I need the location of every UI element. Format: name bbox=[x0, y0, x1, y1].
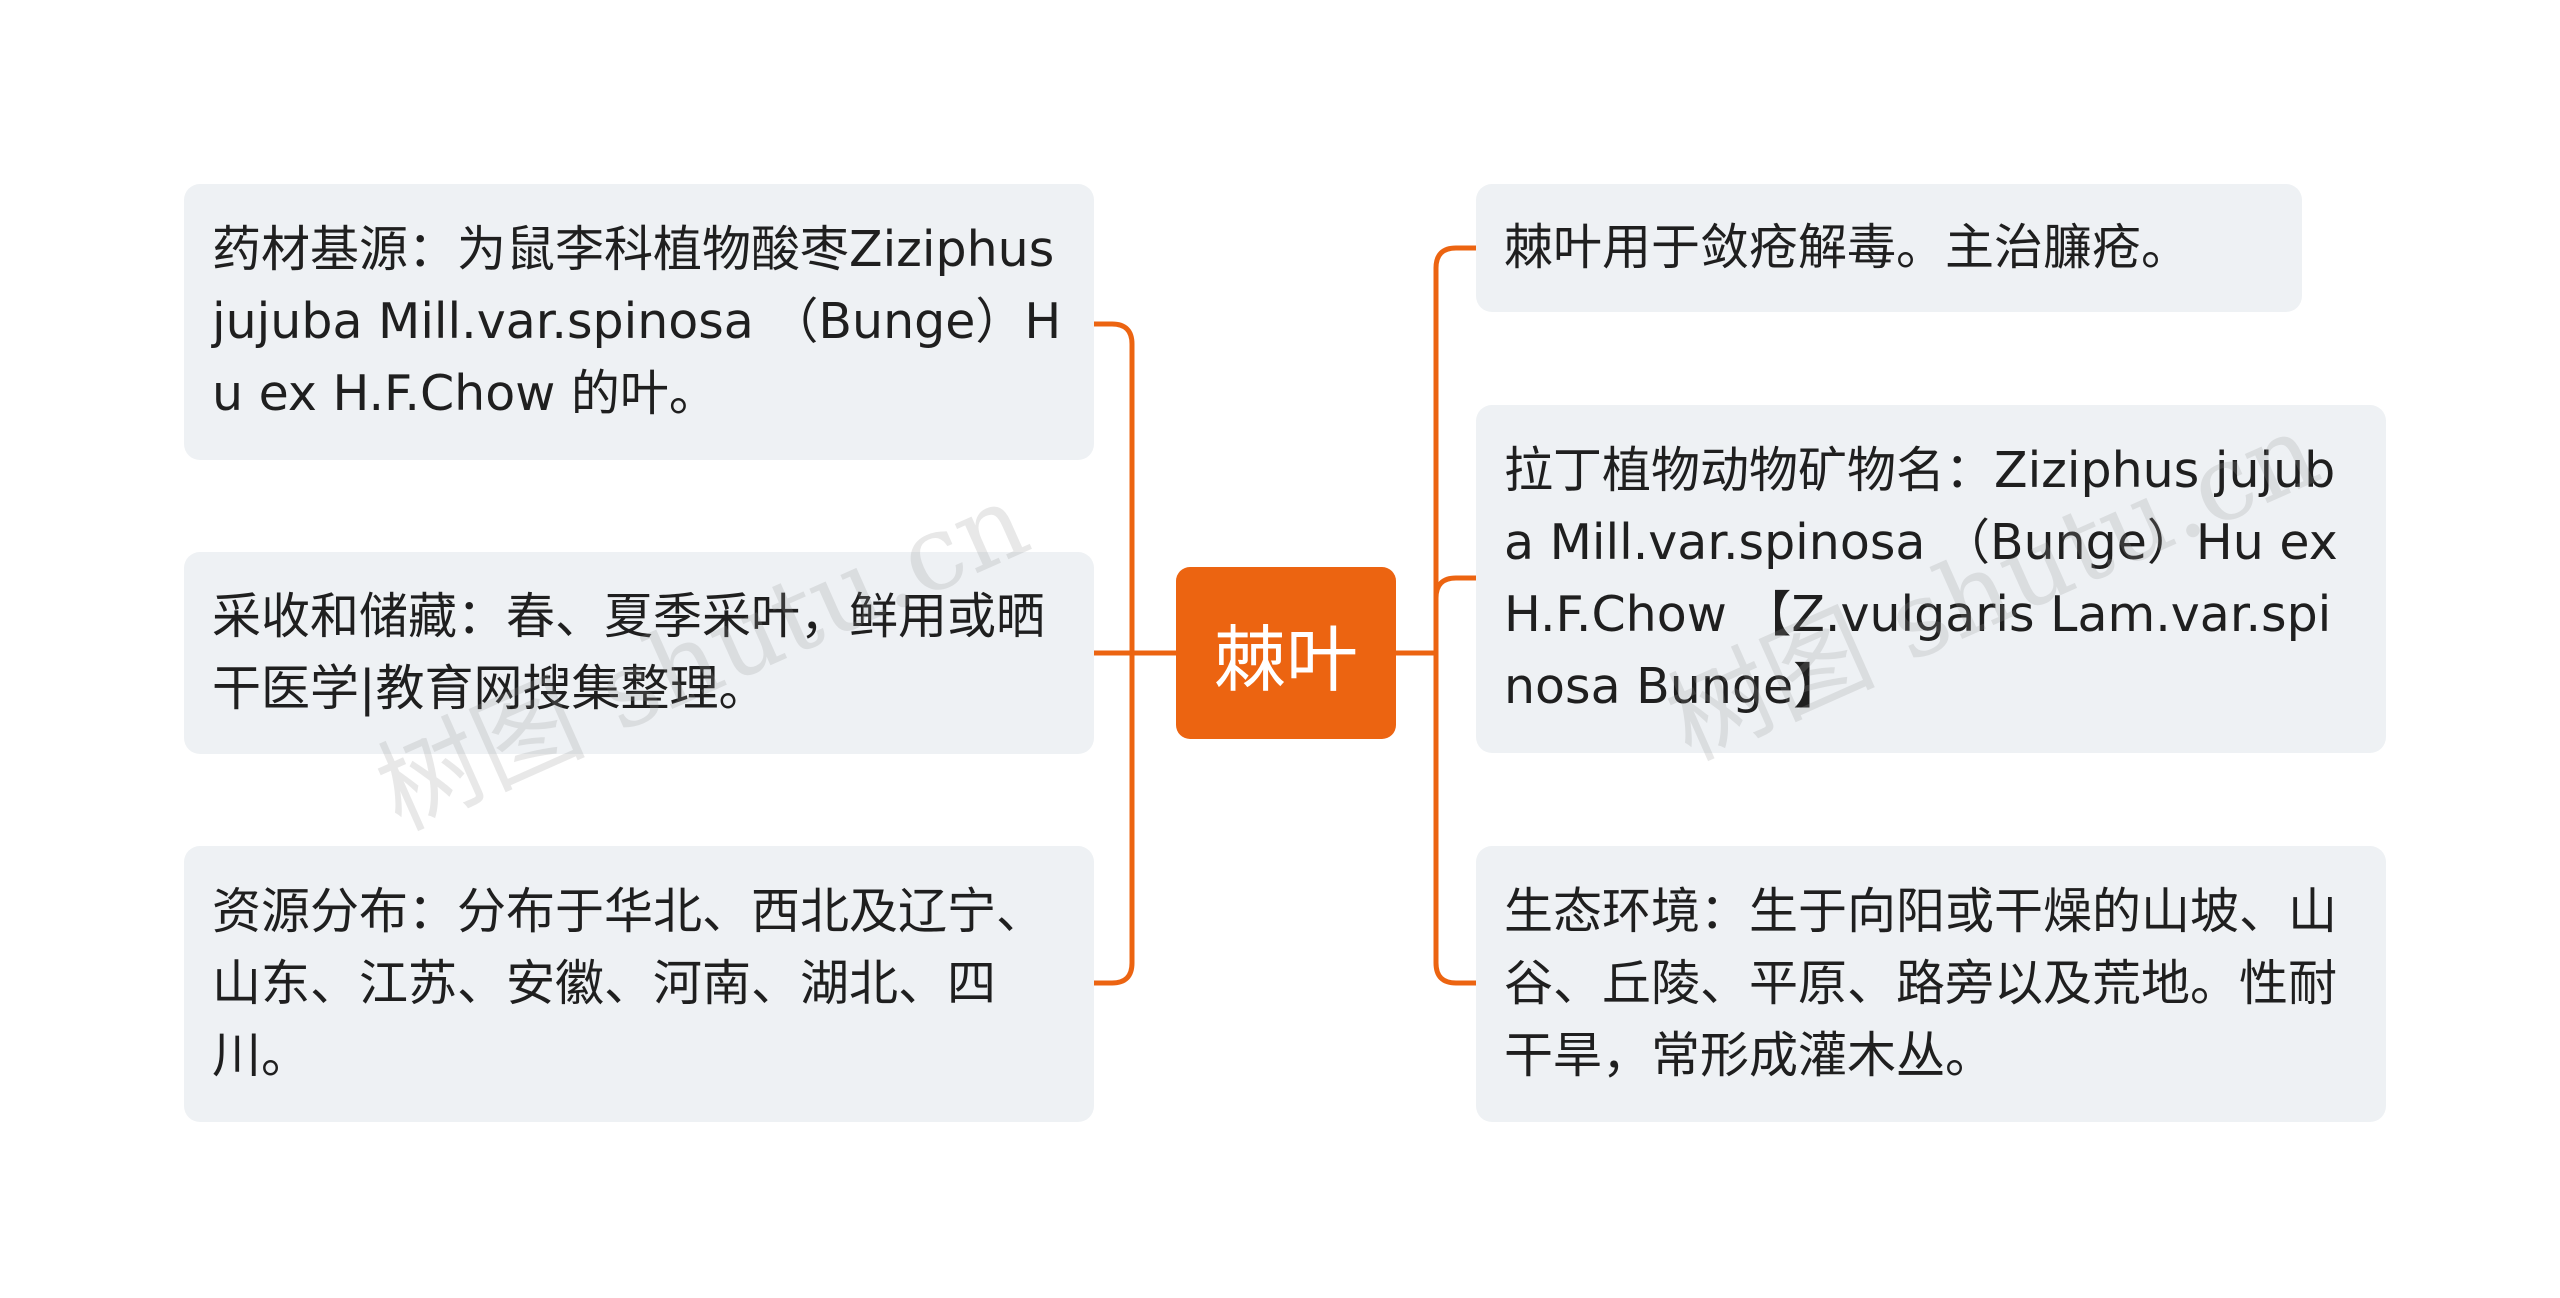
center-topic-node[interactable]: 棘叶 bbox=[1176, 567, 1396, 739]
center-topic-label: 棘叶 bbox=[1213, 617, 1358, 702]
connector-left-3 bbox=[1091, 650, 1135, 986]
connector-left-1 bbox=[1091, 321, 1135, 656]
left-node-source-text: 药材基源：为鼠李科植物酸枣Ziziphus jujuba Mill.var.sp… bbox=[212, 221, 1062, 422]
left-node-harvest-text: 采收和储藏：春、夏季采叶，鲜用或晒干医学|教育网搜集整理。 bbox=[212, 588, 1046, 717]
connector-right-1 bbox=[1433, 245, 1479, 656]
left-node-distribution[interactable]: 资源分布：分布于华北、西北及辽宁、山东、江苏、安徽、河南、湖北、四川。 bbox=[184, 846, 1094, 1122]
left-node-distribution-text: 资源分布：分布于华北、西北及辽宁、山东、江苏、安徽、河南、湖北、四川。 bbox=[212, 883, 1046, 1084]
right-node-latin-name[interactable]: 拉丁植物动物矿物名：Ziziphus jujuba Mill.var.spino… bbox=[1476, 405, 2386, 753]
right-node-usage[interactable]: 棘叶用于敛疮解毒。主治臁疮。 bbox=[1476, 184, 2302, 312]
right-node-latin-name-text: 拉丁植物动物矿物名：Ziziphus jujuba Mill.var.spino… bbox=[1504, 442, 2338, 715]
right-node-habitat-text: 生态环境：生于向阳或干燥的山坡、山谷、丘陵、平原、路旁以及荒地。性耐干旱，常形成… bbox=[1504, 883, 2338, 1084]
left-node-source[interactable]: 药材基源：为鼠李科植物酸枣Ziziphus jujuba Mill.var.sp… bbox=[184, 184, 1094, 460]
right-node-habitat[interactable]: 生态环境：生于向阳或干燥的山坡、山谷、丘陵、平原、路旁以及荒地。性耐干旱，常形成… bbox=[1476, 846, 2386, 1122]
connector-right-2 bbox=[1433, 575, 1479, 656]
left-node-harvest[interactable]: 采收和储藏：春、夏季采叶，鲜用或晒干医学|教育网搜集整理。 bbox=[184, 552, 1094, 754]
connector-right-3 bbox=[1433, 650, 1479, 986]
right-node-usage-text: 棘叶用于敛疮解毒。主治臁疮。 bbox=[1504, 219, 2191, 276]
